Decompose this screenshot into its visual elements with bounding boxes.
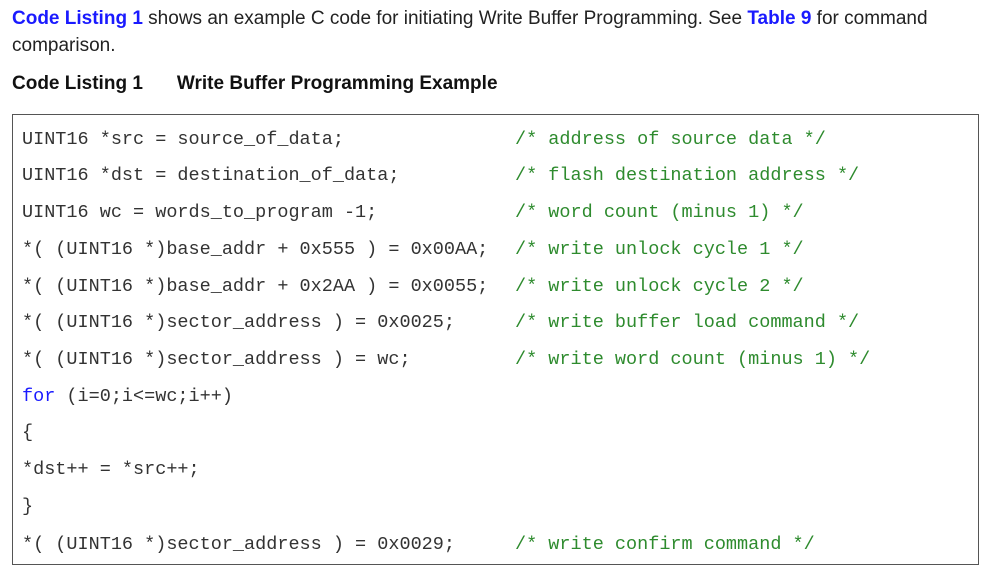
code-comment: /* flash destination address */ (515, 165, 860, 186)
code-comment: /* address of source data */ (515, 129, 826, 150)
code-comment: /* write word count (minus 1) */ (515, 349, 871, 370)
code-text: UINT16 *dst = destination_of_data; (22, 165, 400, 186)
code-text: *dst++ = *src++; (22, 459, 200, 480)
code-listing-link[interactable]: Code Listing 1 (12, 8, 143, 29)
code-text: } (22, 496, 34, 517)
code-comment: /* write unlock cycle 1 */ (515, 239, 804, 260)
intro-paragraph: Code Listing 1 shows an example C code f… (12, 5, 972, 59)
code-line: *( (UINT16 *)base_addr + 0x2AA ) = 0x005… (22, 276, 804, 300)
code-line: *( (UINT16 *)base_addr + 0x555 ) = 0x00A… (22, 239, 804, 263)
listing-caption: Code Listing 1 Write Buffer Programming E… (12, 73, 498, 95)
code-line: { (22, 422, 33, 446)
code-text: UINT16 wc = words_to_program -1; (22, 202, 378, 223)
code-text: { (22, 422, 34, 443)
intro-text: shows an example C code for initiating W… (142, 8, 748, 29)
code-text: *( (UINT16 *)sector_address ) = 0x0029; (22, 534, 455, 555)
intro-text-end: for command comparison. (12, 8, 928, 56)
code-text: (i=0;i<=wc;i++) (55, 386, 233, 407)
code-line: *( (UINT16 *)sector_address ) = 0x0025; /… (22, 312, 859, 336)
code-comment: /* word count (minus 1) */ (515, 202, 804, 223)
code-line: *dst++ = *src++; (22, 459, 200, 483)
code-line: UINT16 wc = words_to_program -1; /* word … (22, 202, 804, 226)
code-comment: /* write unlock cycle 2 */ (515, 276, 804, 297)
code-line: for (i=0;i<=wc;i++) (22, 386, 233, 410)
code-comment: /* write buffer load command */ (515, 312, 860, 333)
code-text: *( (UINT16 *)sector_address ) = 0x0025; (22, 312, 455, 333)
code-keyword: for (22, 386, 56, 407)
code-comment: /* write confirm command */ (515, 534, 815, 555)
code-text: *( (UINT16 *)base_addr + 0x555 ) = 0x00A… (22, 239, 489, 260)
table-9-link[interactable]: Table 9 (747, 8, 812, 29)
code-line: UINT16 *src = source_of_data; /* address … (22, 129, 826, 153)
code-text: *( (UINT16 *)sector_address ) = wc; (22, 349, 411, 370)
code-listing: UINT16 *src = source_of_data; /* address … (12, 114, 979, 565)
code-line: } (22, 496, 33, 520)
code-line: *( (UINT16 *)sector_address ) = 0x0029; /… (22, 534, 815, 558)
caption-title: Write Buffer Programming Example (176, 73, 498, 94)
code-text: *( (UINT16 *)base_addr + 0x2AA ) = 0x005… (22, 276, 489, 297)
code-line: UINT16 *dst = destination_of_data; /* fla… (22, 165, 859, 189)
caption-label: Code Listing 1 (12, 73, 143, 94)
code-text: UINT16 *src = source_of_data; (22, 129, 344, 150)
code-line: *( (UINT16 *)sector_address ) = wc; /* wr… (22, 349, 870, 373)
